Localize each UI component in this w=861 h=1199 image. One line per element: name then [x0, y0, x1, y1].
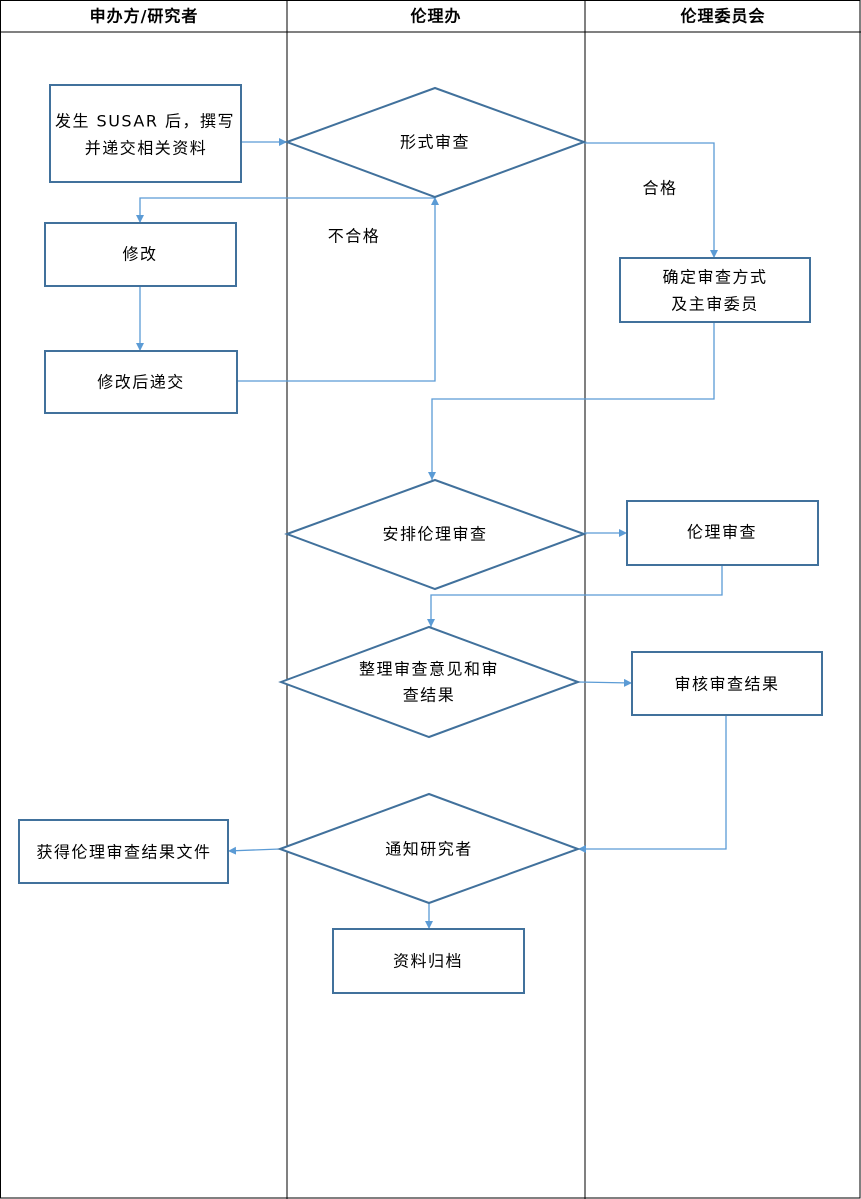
node-determine-method: 确定审查方式 及主审委员: [619, 257, 811, 323]
node-verify-results: 审核审查结果: [631, 651, 823, 716]
node-archive-box: [332, 928, 525, 994]
edge-label-pass: 合格: [642, 179, 677, 198]
edge-label-fail: 不合格: [328, 227, 381, 246]
edge-notify-to-obtain: [227, 846, 281, 855]
node-ethics-review: 伦理审查: [626, 500, 819, 566]
node-notify-diamond: [277, 792, 581, 905]
node-arrange-review-diamond: [284, 478, 587, 591]
node-submit: 发生 SUSAR 后，撰写 并递交相关资料: [49, 84, 242, 183]
edge-compile-to-verify: [577, 678, 633, 687]
node-ethics-review-label: 伦理审查: [687, 523, 757, 542]
node-resubmit: 修改后递交: [44, 350, 238, 414]
node-revise-box: [44, 222, 237, 287]
node-arrange-review-label: 安排伦理审查: [382, 525, 487, 544]
node-compile-opinions-diamond: [278, 625, 581, 739]
node-submit-label-line-1: 发生 SUSAR 后，撰写: [55, 112, 235, 131]
edge-resubmit-to-formal-review: [237, 197, 439, 382]
edge-ethics-review-to-compile: [427, 565, 723, 627]
edge-formal-review-pass: [584, 142, 718, 258]
connectors: [136, 138, 727, 929]
node-arrange-review: 安排伦理审查: [284, 478, 587, 591]
node-verify-results-label: 审核审查结果: [674, 675, 779, 694]
node-obtain-document: 获得伦理审查结果文件: [18, 819, 229, 884]
node-revise-label: 修改: [122, 245, 157, 264]
node-determine-method-label-line-2: 及主审委员: [671, 295, 759, 314]
node-submit-box: [49, 84, 242, 183]
node-determine-method-label-line-1: 确定审查方式: [662, 268, 767, 287]
node-resubmit-label: 修改后递交: [97, 373, 185, 392]
node-formal-review-diamond: [284, 86, 587, 199]
node-archive-label: 资料归档: [393, 952, 463, 971]
lane-header-ethics-committee: 伦理委员会: [680, 7, 765, 26]
node-compile-opinions: 整理审查意见和审 查结果: [278, 625, 581, 739]
node-formal-review-label: 形式审查: [400, 133, 470, 152]
node-notify-label: 通知研究者: [385, 840, 473, 859]
edge-determine-to-arrange: [428, 322, 715, 480]
node-obtain-document-box: [18, 819, 229, 884]
node-submit-label-line-2: 并递交相关资料: [85, 139, 208, 158]
node-obtain-document-label: 获得伦理审查结果文件: [36, 843, 211, 862]
lane-header-sponsor: 申办方/研究者: [90, 7, 199, 26]
node-verify-results-box: [631, 651, 823, 716]
edge-formal-review-fail: [136, 197, 435, 223]
node-compile-opinions-label-line-1: 整理审查意见和审: [359, 660, 499, 679]
edge-verify-to-notify: [578, 715, 727, 853]
node-compile-opinions-label-line-2: 查结果: [403, 686, 456, 705]
lane-header-ethics-office: 伦理办: [410, 7, 461, 26]
node-ethics-review-box: [626, 500, 819, 566]
node-notify: 通知研究者: [277, 792, 581, 905]
node-determine-method-box: [619, 257, 811, 323]
node-formal-review: 形式审查: [284, 86, 587, 199]
node-revise: 修改: [44, 222, 237, 287]
node-resubmit-box: [44, 350, 238, 414]
node-archive: 资料归档: [332, 928, 525, 994]
